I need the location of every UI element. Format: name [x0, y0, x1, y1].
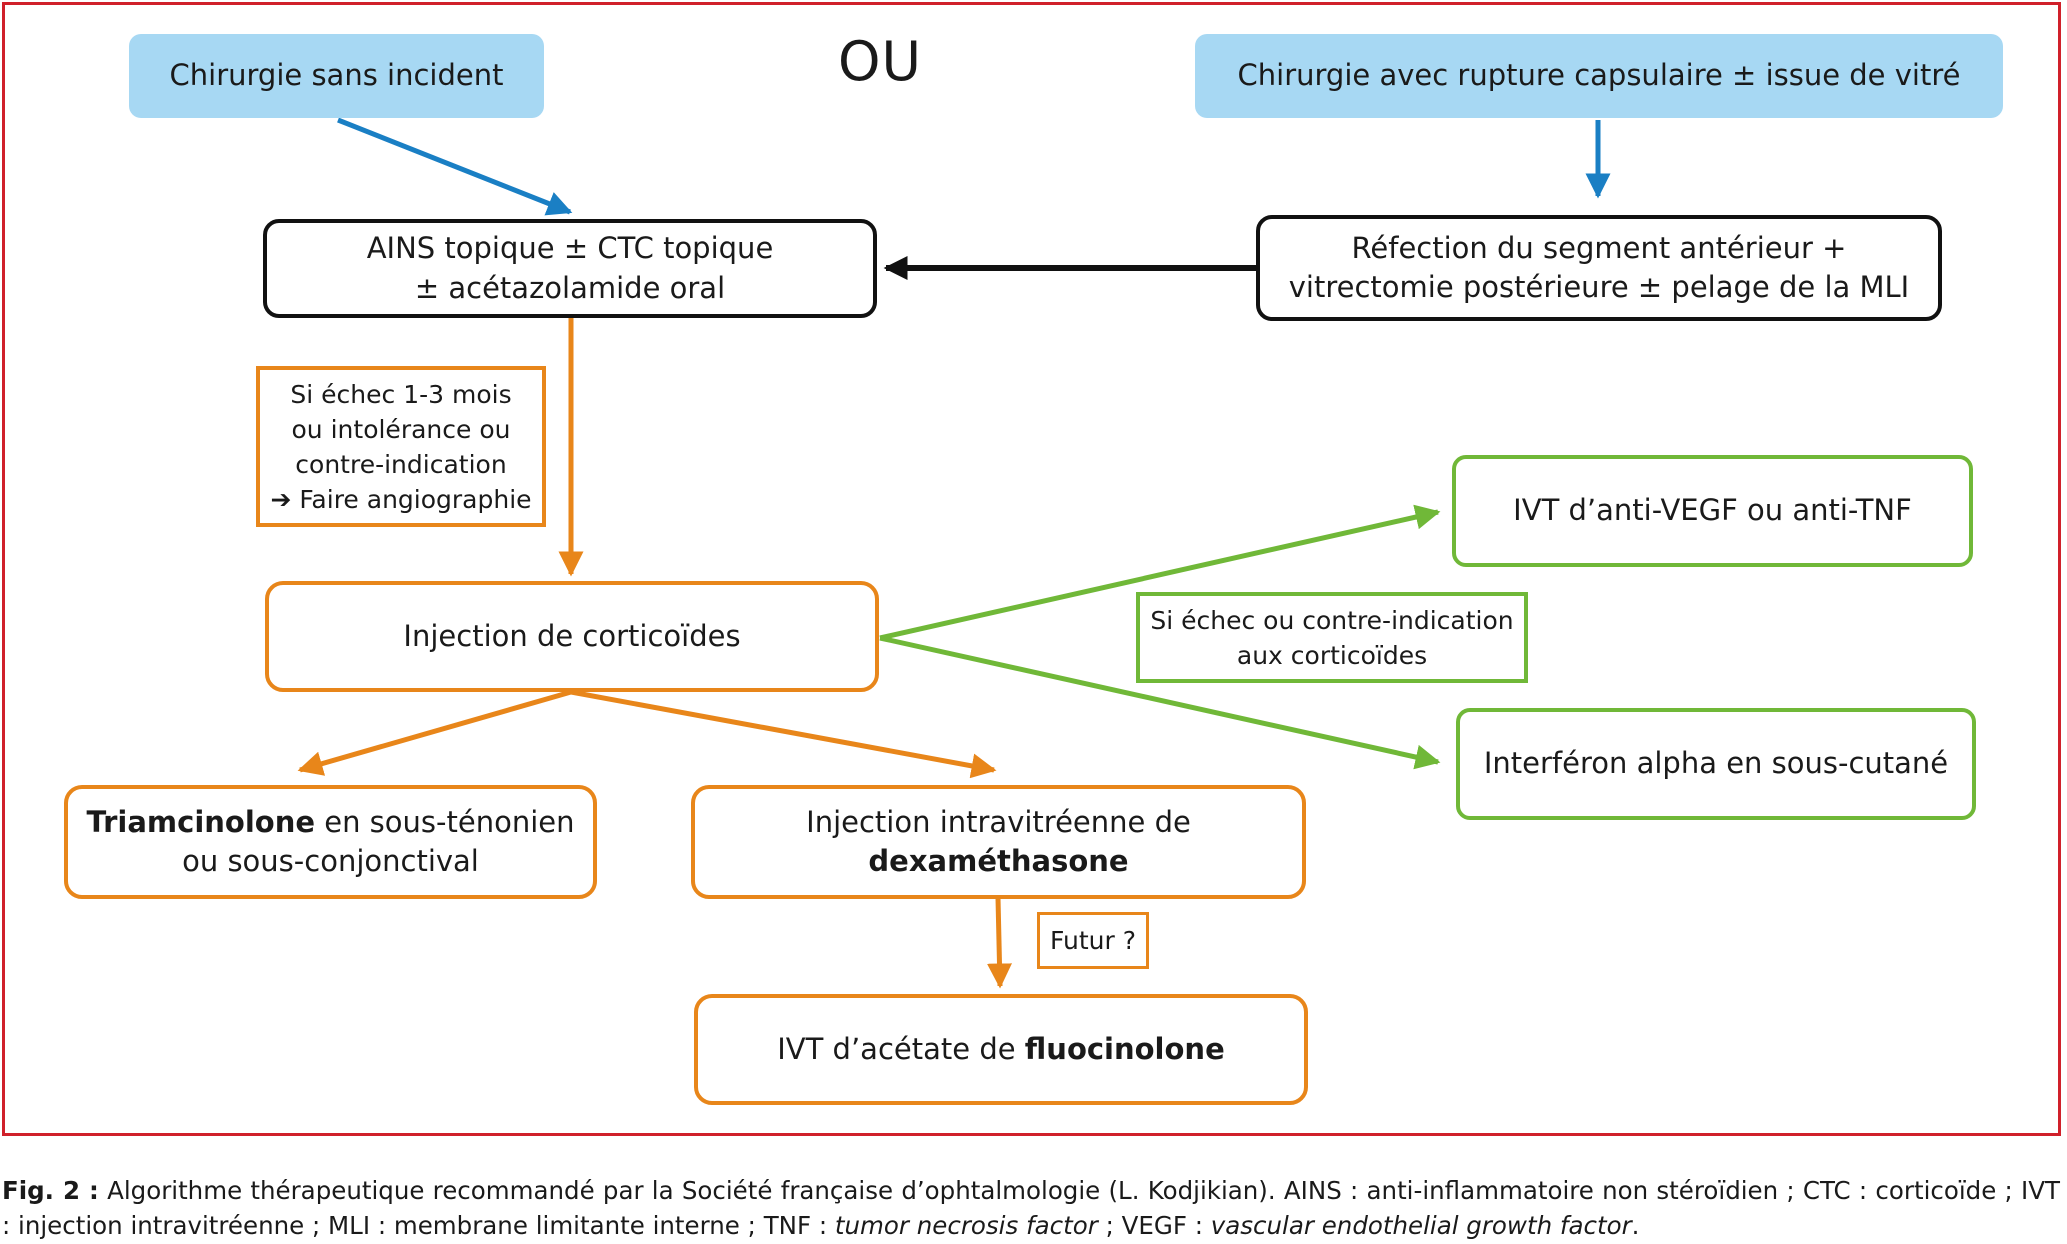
future-note-box: Futur ? [1037, 912, 1149, 969]
surgery-without-incident-box: Chirurgie sans incident [129, 34, 544, 118]
topical-treatment-box: AINS topique ± CTC topique ± acétazolami… [263, 219, 877, 318]
triamcinolone-bold: Triamcinolone [86, 804, 316, 839]
caption-label: Fig. 2 : [2, 1176, 99, 1205]
fluocinolone-box: IVT d’acétate de fluocinolone [694, 994, 1308, 1105]
triamcinolone-box: Triamcinolone en sous-ténonien ou sous-c… [64, 785, 597, 899]
failure-note-box: Si échec 1-3 mois ou intolérance ou cont… [256, 366, 546, 527]
caption-text-2: ; VEGF : [1097, 1210, 1211, 1240]
green-note-line-1: Si échec ou contre-indication [1150, 605, 1514, 635]
caption-tnf: tumor necrosis factor [834, 1210, 1098, 1240]
triamcinolone-line-1: Triamcinolone en sous-ténonien [87, 803, 575, 842]
failure-note-line-2: ou intolérance ou [291, 414, 511, 444]
dexamethasone-bold: dexaméthasone [868, 844, 1129, 878]
diagram-frame [2, 2, 2061, 1136]
dexamethasone-line-1: Injection intravitréenne de [806, 804, 1191, 839]
corticoid-injection-box: Injection de corticoïdes [265, 581, 879, 692]
surgery-without-incident-label: Chirurgie sans incident [169, 58, 504, 93]
repair-line-1: Réfection du segment antérieur + [1351, 230, 1847, 265]
caption-vegf: vascular endothelial growth factor [1210, 1210, 1632, 1240]
failure-note-line-1: Si échec 1-3 mois [290, 379, 512, 409]
surgery-with-complication-label: Chirurgie avec rupture capsulaire ± issu… [1237, 58, 1961, 93]
dexamethasone-box: Injection intravitréenne de dexaméthason… [691, 785, 1306, 899]
interferon-box: Interféron alpha en sous-cutané [1456, 708, 1976, 820]
caption-text-1: Algorithme thérapeutique recommandé par … [2, 1176, 2060, 1240]
anti-vegf-box: IVT d’anti-VEGF ou anti-TNF [1452, 455, 1973, 567]
caption-end: . [1631, 1210, 1640, 1240]
fluocinolone-bold: fluocinolone [1024, 1031, 1225, 1066]
surgery-with-complication-box: Chirurgie avec rupture capsulaire ± issu… [1195, 34, 2003, 118]
triamcinolone-rest: en sous-ténonien [315, 804, 575, 839]
failure-note-line-4: ➔ Faire angiographie [270, 482, 531, 517]
arrow-injection-to-interferon [879, 635, 1441, 770]
triamcinolone-line-2: ou sous-conjonctival [182, 844, 479, 878]
fluocinolone-line: IVT d’acétate de fluocinolone [777, 1030, 1225, 1069]
repair-line-2: vitrectomie postérieure ± pelage de la M… [1288, 270, 1910, 304]
green-note-box: Si échec ou contre-indication aux cortic… [1136, 592, 1528, 683]
anti-vegf-label: IVT d’anti-VEGF ou anti-TNF [1513, 493, 1912, 528]
anterior-segment-repair-box: Réfection du segment antérieur + vitrect… [1256, 215, 1942, 321]
interferon-label: Interféron alpha en sous-cutané [1483, 746, 1949, 781]
green-note-line-2: aux corticoïdes [1236, 640, 1428, 670]
arrow-injection-to-triamcinolone [297, 689, 572, 776]
or-label: OU [837, 30, 923, 93]
corticoid-injection-label: Injection de corticoïdes [403, 618, 741, 653]
arrow-surgery-to-topical [337, 117, 573, 216]
figure-caption: Fig. 2 : Algorithme thérapeutique recomm… [2, 1174, 2060, 1244]
failure-note-action: Faire angiographie [299, 484, 532, 514]
topical-line-2: ± acétazolamide oral [414, 270, 726, 305]
future-label: Futur ? [1050, 926, 1136, 955]
failure-note-line-3: contre-indication [295, 449, 507, 479]
arrow-right-icon: ➔ [270, 484, 292, 514]
arrow-injection-to-anti-vegf [879, 504, 1441, 641]
arrow-injection-to-dexamethasone [570, 689, 997, 779]
arrow-dexamethasone-to-fluocinolone [986, 897, 1012, 989]
topical-line-1: AINS topique ± CTC topique [366, 231, 774, 266]
fluocinolone-prefix: IVT d’acétate de [777, 1031, 1025, 1066]
